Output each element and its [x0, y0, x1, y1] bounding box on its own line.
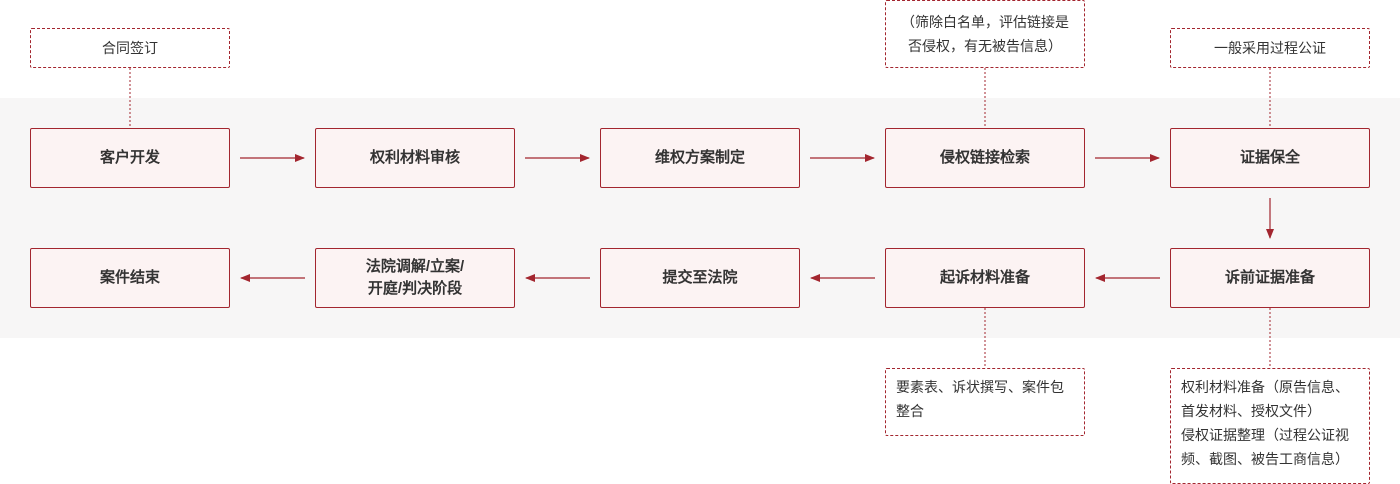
step-submit-to-court: 提交至法院: [600, 248, 800, 308]
note-line: 权利材料准备（原告信息、: [1181, 379, 1349, 395]
note-line: 否侵权，有无被告信息）: [908, 38, 1062, 54]
step-filing-materials: 起诉材料准备: [885, 248, 1085, 308]
step-court-stage: 法院调解/立案/ 开庭/判决阶段: [315, 248, 515, 308]
step-label: 维权方案制定: [654, 149, 745, 166]
note-contract-signing-text: 合同签订: [102, 40, 158, 56]
note-contract-signing: 合同签订: [30, 28, 230, 68]
step-label: 起诉材料准备: [939, 269, 1030, 286]
step-evidence-preservation: 证据保全: [1170, 128, 1370, 188]
note-evidence-preservation: 一般采用过程公证: [1170, 28, 1370, 68]
step-rights-plan: 维权方案制定: [600, 128, 800, 188]
step-label: 法院调解/立案/ 开庭/判决阶段: [366, 256, 464, 300]
step-label: 提交至法院: [662, 269, 738, 286]
step-infringement-link-search: 侵权链接检索: [885, 128, 1085, 188]
note-line: （筛除白名单，评估链接是: [901, 14, 1069, 30]
step-label: 诉前证据准备: [1224, 269, 1315, 286]
step-label: 案件结束: [99, 269, 160, 286]
step-label-line: 法院调解/立案/: [365, 258, 465, 275]
step-label: 权利材料审核: [369, 149, 460, 166]
note-link-search-text: （筛除白名单，评估链接是 否侵权，有无被告信息）: [901, 10, 1069, 58]
note-line: 要素表、诉状撰写、案件包: [896, 379, 1064, 395]
step-customer-development: 客户开发: [30, 128, 230, 188]
note-filing-materials: 要素表、诉状撰写、案件包 整合: [885, 368, 1085, 436]
step-rights-material-review: 权利材料审核: [315, 128, 515, 188]
step-pre-litigation-evidence: 诉前证据准备: [1170, 248, 1370, 308]
step-label: 侵权链接检索: [939, 149, 1030, 166]
note-link-search: （筛除白名单，评估链接是 否侵权，有无被告信息）: [885, 0, 1085, 68]
note-filing-materials-text: 要素表、诉状撰写、案件包 整合: [896, 375, 1074, 423]
note-line: 首发材料、授权文件）: [1181, 403, 1321, 419]
note-pre-litigation-evidence: 权利材料准备（原告信息、 首发材料、授权文件） 侵权证据整理（过程公证视 频、截…: [1170, 368, 1370, 484]
step-label: 证据保全: [1239, 149, 1300, 166]
note-evidence-preservation-text: 一般采用过程公证: [1214, 40, 1326, 56]
step-label-line: 开庭/判决阶段: [367, 280, 463, 297]
note-line: 侵权证据整理（过程公证视: [1181, 427, 1349, 443]
note-line: 频、截图、被告工商信息）: [1181, 451, 1349, 467]
step-label: 客户开发: [99, 149, 160, 166]
note-line: 整合: [896, 403, 924, 419]
note-pre-litigation-evidence-text: 权利材料准备（原告信息、 首发材料、授权文件） 侵权证据整理（过程公证视 频、截…: [1181, 375, 1359, 471]
step-case-closed: 案件结束: [30, 248, 230, 308]
